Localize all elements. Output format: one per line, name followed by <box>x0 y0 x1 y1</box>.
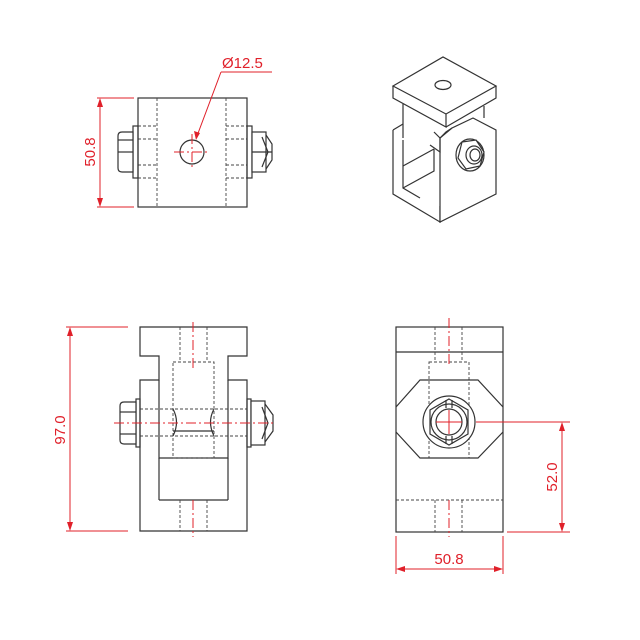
side-view: 52.0 50.8 <box>395 318 570 574</box>
side-view-bolt-height-dimension: 52.0 <box>476 421 570 533</box>
dim-text-hole-diameter: Ø12.5 <box>222 55 263 72</box>
nut-icon <box>251 131 273 173</box>
iso-nut-icon <box>455 138 485 172</box>
front-view-height-dimension: 97.0 <box>52 326 128 532</box>
hole-diameter-dimension: Ø12.5 <box>194 55 272 140</box>
side-view-width-dimension: 50.8 <box>395 536 504 574</box>
isometric-view <box>391 56 498 224</box>
top-view-height-dimension: 50.8 <box>82 97 134 208</box>
front-view: 97.0 <box>52 322 276 537</box>
dim-text-bolt-height: 52.0 <box>544 462 561 491</box>
dim-text-side-width: 50.8 <box>434 551 463 568</box>
bolt-head-icon <box>117 131 134 173</box>
top-view: 50.8 Ø12.5 <box>82 55 273 208</box>
dim-text-front-height: 97.0 <box>52 415 69 444</box>
dim-text-top-height: 50.8 <box>82 137 99 166</box>
